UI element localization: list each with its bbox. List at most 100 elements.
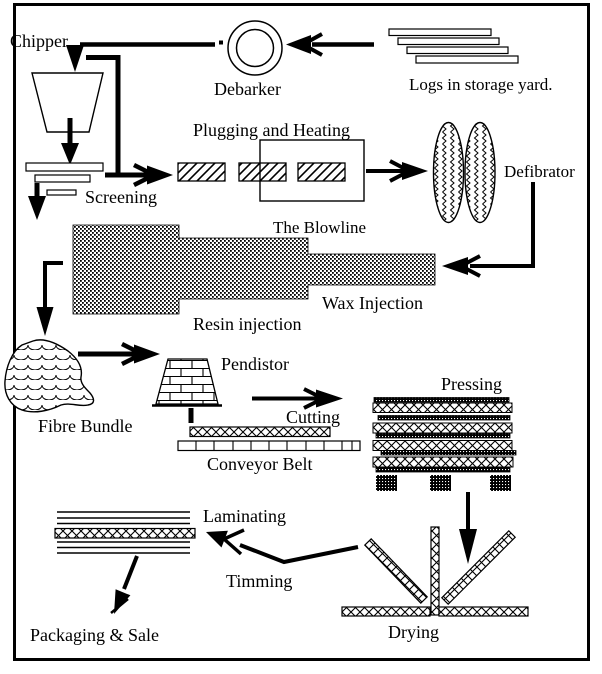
label-timming: Timming (226, 571, 292, 591)
laminating: Laminating (54, 506, 286, 554)
dryer-base (438, 606, 529, 617)
blowline: The Blowline Wax Injection Resin injecti… (72, 218, 436, 334)
pendistor-hopper (155, 358, 219, 405)
log-bar (415, 55, 519, 64)
label-conveyor: Conveyor Belt (207, 454, 313, 474)
arrowhead-left (286, 35, 311, 54)
screening: Screening (25, 162, 157, 220)
press-foot (490, 475, 511, 491)
arrow-plugging-to-defibrator (366, 159, 428, 183)
arrow-chevron (456, 254, 481, 278)
dryer-post (430, 526, 440, 616)
pipe-chipper-to-plugging (86, 55, 121, 175)
heating-chamber (259, 139, 365, 202)
arrow-defibrator-to-blowline (442, 182, 535, 278)
arrow-shaft (43, 261, 63, 310)
pressing: Pressing (372, 374, 517, 491)
press-platen (375, 433, 511, 439)
arrowhead-right (316, 389, 343, 408)
arrow-shaft (122, 555, 139, 590)
debarker-inner-ring (235, 28, 275, 68)
blowline-pipe (72, 224, 436, 315)
arrow-shaft (470, 182, 535, 268)
arrow-laminating-to-packaging (110, 555, 139, 614)
label-defibrator: Defibrator (504, 162, 575, 181)
press-foot (376, 475, 397, 491)
press-board (372, 402, 513, 413)
plug-billet (297, 162, 346, 182)
fibre-bundle-blob (4, 339, 95, 413)
plug-billet (177, 162, 226, 182)
arrow-drying-to-laminating: Timming (206, 528, 359, 591)
arrowhead-down (114, 589, 131, 614)
label-plugging: Plugging and Heating (193, 120, 350, 140)
press-platen (375, 467, 511, 473)
label-logs: Logs in storage yard. (409, 75, 553, 94)
defibrator-disc (432, 121, 465, 224)
arrowhead-down (36, 307, 54, 336)
arrow-chevron (303, 387, 328, 410)
label-wax: Wax Injection (322, 293, 423, 313)
arrow-chevron (110, 598, 129, 614)
plugging-and-heating: Plugging and Heating (177, 120, 365, 202)
belt-segments (195, 441, 353, 451)
press-board (372, 456, 514, 468)
cut-board (189, 426, 331, 438)
defibrator: Defibrator (432, 121, 575, 224)
press-platen (373, 397, 510, 403)
press-platen (380, 450, 517, 456)
label-fibre: Fibre Bundle (38, 416, 133, 436)
press-board (372, 422, 513, 434)
label-chipper: Chipper (10, 31, 68, 51)
label-packaging: Packaging & Sale (30, 625, 159, 645)
conveyor-belt: Conveyor Belt (177, 440, 361, 474)
press-platen (377, 415, 511, 421)
arrowhead-left (442, 257, 468, 275)
dryer-board-left (363, 538, 429, 604)
arrowhead-right (402, 162, 428, 180)
arrow-logs-to-debarker (286, 32, 374, 57)
screen-tray (25, 162, 104, 172)
arrow-chevron (220, 528, 245, 556)
plug-billet (238, 162, 287, 182)
pendistor: Pendistor (152, 354, 289, 423)
arrowhead-down (66, 45, 84, 72)
arrow-chevron (132, 162, 160, 188)
arrowhead-right (147, 165, 173, 185)
fibre-bundle: Fibre Bundle (4, 339, 133, 436)
arrow-pressing-to-drying (459, 492, 477, 564)
press-foot (430, 475, 451, 491)
label-laminating: Laminating (203, 506, 286, 526)
label-pressing: Pressing (441, 374, 502, 394)
laminate-layers (57, 511, 190, 554)
arrow-shaft (239, 543, 359, 565)
log-bar (406, 46, 509, 55)
arrowhead-down (459, 529, 477, 564)
arrow-screening-to-plugging (105, 162, 173, 188)
label-cutting: Cutting (286, 407, 340, 427)
dryer-base (341, 606, 431, 617)
label-blowline: The Blowline (273, 218, 366, 237)
screen-tray (34, 174, 91, 183)
arrow-blowline-to-fibre (36, 261, 63, 336)
diagram-border (13, 3, 590, 661)
arrow-dot (219, 40, 223, 45)
pendistor-outlet (188, 408, 194, 423)
log-bar (397, 37, 500, 46)
label-resin: Resin injection (193, 314, 301, 334)
arrowhead-down (61, 143, 79, 165)
chipper: Chipper (10, 31, 104, 165)
arrow-fibre-to-pendistor (78, 341, 160, 367)
defibrator-disc (464, 121, 496, 224)
screen-tray (46, 189, 77, 196)
logs-storage-yard: Logs in storage yard. (388, 28, 553, 94)
label-pendistor: Pendistor (221, 354, 289, 374)
chipper-funnel (31, 72, 104, 133)
arrow-chevron (389, 159, 414, 183)
arrowhead-down (28, 196, 46, 220)
arrowhead-upleft (206, 530, 228, 548)
arrow-chevron (298, 32, 323, 57)
label-debarker: Debarker (214, 79, 281, 99)
drying: Drying (341, 526, 529, 642)
